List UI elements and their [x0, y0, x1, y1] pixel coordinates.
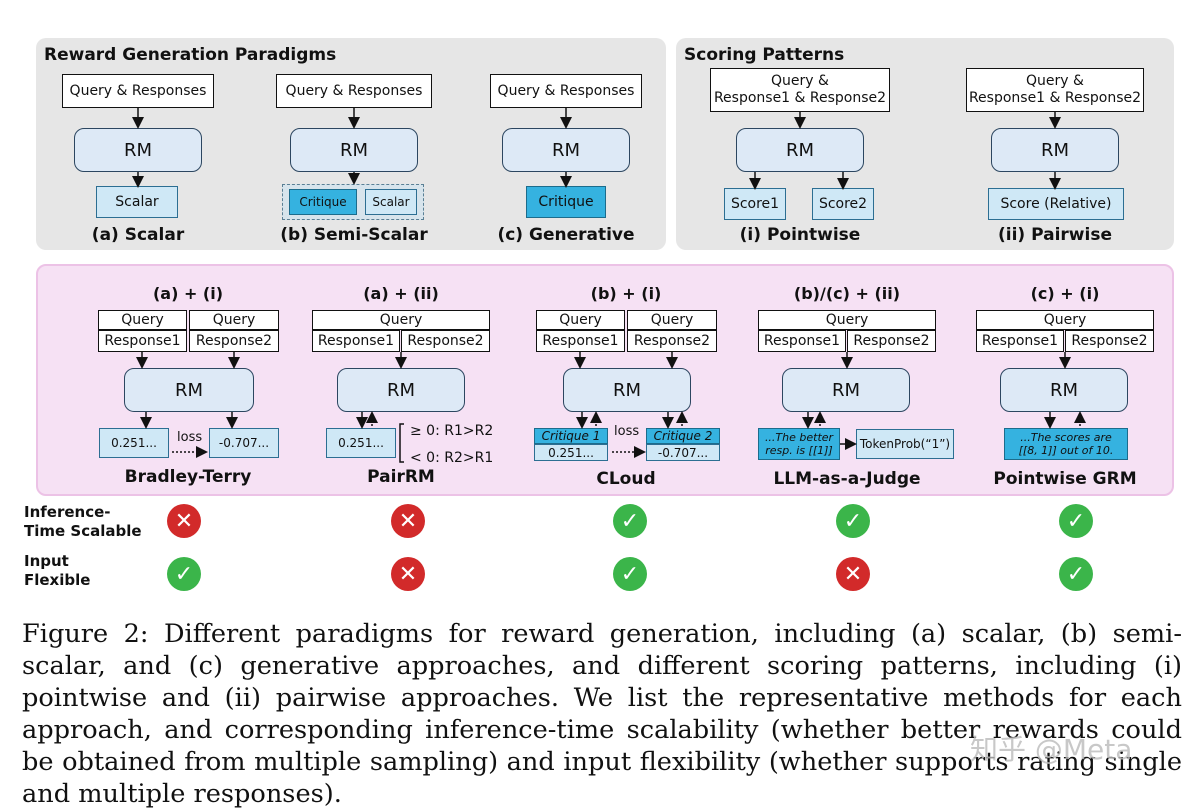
pairrm-name: PairRM — [367, 467, 435, 487]
llm-judge-query: Query — [758, 310, 936, 330]
bradley-terry-query1: Query — [98, 310, 187, 330]
pairrm-combo: (a) + (ii) — [363, 284, 439, 303]
flexible-row-label: Input Flexible — [24, 552, 90, 590]
cloud-response2: Response2 — [627, 330, 717, 352]
bradley-terry-name: Bradley-Terry — [124, 467, 252, 487]
bradley-terry-value1: 0.251... — [99, 428, 169, 458]
cloud-rm-box: RM — [563, 368, 691, 412]
bradley-terry-value2: -0.707... — [209, 428, 279, 458]
llm-judge-scalable-check-icon: ✓ — [836, 504, 870, 538]
pointwise-grm-rm-box: RM — [1000, 368, 1128, 412]
llm-judge-critique-line2: resp. is [[1]] — [765, 444, 833, 457]
scalar-label: (a) Scalar — [91, 225, 185, 245]
llm-judge-critique-line1: ...The better — [764, 431, 834, 444]
pointwise-rm-box: RM — [736, 128, 864, 172]
pairrm-condition1: ≥ 0: R1>R2 — [410, 423, 494, 439]
pairrm-query: Query — [312, 310, 490, 330]
pairwise-input-line2: Response1 & Response2 — [968, 90, 1142, 106]
bradley-terry-response1: Response1 — [98, 330, 187, 352]
pairrm-response2: Response2 — [401, 330, 490, 352]
pairrm-scalable-cross-icon: ✕ — [391, 504, 425, 538]
scalable-label-line2: Time Scalable — [24, 522, 142, 540]
pointwise-grm-scalable-check-icon: ✓ — [1059, 504, 1093, 538]
pointwise-grm-query: Query — [976, 310, 1154, 330]
bradley-terry-scalable-cross-icon: ✕ — [167, 504, 201, 538]
bradley-terry-combo: (a) + (i) — [152, 284, 224, 303]
flexible-label-line2: Flexible — [24, 571, 91, 589]
cloud-response1: Response1 — [536, 330, 625, 352]
bradley-terry-query2: Query — [189, 310, 279, 330]
semi-scalar-critique-box: Critique — [289, 189, 357, 215]
scalable-row-label: Inference- Time Scalable — [24, 503, 142, 541]
pairwise-input-box: Query & Response1 & Response2 — [966, 68, 1144, 112]
generative-input-box: Query & Responses — [490, 74, 642, 108]
cloud-combo: (b) + (i) — [590, 284, 662, 303]
scoring-patterns-title: Scoring Patterns — [684, 45, 845, 65]
scalar-output-box: Scalar — [96, 186, 178, 218]
bradley-terry-rm-box: RM — [124, 368, 254, 412]
semi-scalar-input-box: Query & Responses — [276, 74, 432, 108]
llm-judge-rm-box: RM — [782, 368, 910, 412]
cloud-scalable-check-icon: ✓ — [613, 504, 647, 538]
llm-judge-response2: Response2 — [847, 330, 936, 352]
llm-judge-combo: (b)/(c) + (ii) — [793, 284, 901, 303]
semi-scalar-label: (b) Semi-Scalar — [280, 225, 428, 245]
cloud-loss-label: loss — [614, 424, 640, 439]
pointwise-grm-response2: Response2 — [1065, 330, 1154, 352]
flexible-label-line1: Input — [24, 552, 69, 570]
pairwise-input-line1: Query & — [1026, 73, 1084, 89]
cloud-query1: Query — [536, 310, 625, 330]
reward-generation-title: Reward Generation Paradigms — [44, 45, 337, 65]
cloud-critique1: Critique 1 — [534, 428, 608, 444]
pointwise-input-line2: Response1 & Response2 — [713, 90, 887, 106]
llm-judge-flexible-cross-icon: ✕ — [836, 557, 870, 591]
pairrm-response1: Response1 — [312, 330, 400, 352]
pointwise-input-box: Query & Response1 & Response2 — [710, 68, 890, 112]
generative-label: (c) Generative — [497, 225, 635, 245]
pairwise-rm-box: RM — [991, 128, 1119, 172]
cloud-flexible-check-icon: ✓ — [613, 557, 647, 591]
pointwise-grm-flexible-check-icon: ✓ — [1059, 557, 1093, 591]
figure-caption: Figure 2: Different paradigms for reward… — [22, 619, 1182, 809]
pointwise-input-line1: Query & — [771, 73, 829, 89]
pairrm-condition2: < 0: R2>R1 — [410, 450, 494, 466]
pairwise-label: (ii) Pairwise — [998, 225, 1112, 245]
llm-judge-tokenprob-box: TokenProb(“1”) — [856, 429, 954, 459]
pairrm-value: 0.251... — [326, 428, 396, 458]
pairrm-flexible-cross-icon: ✕ — [391, 557, 425, 591]
bradley-terry-response2: Response2 — [189, 330, 279, 352]
bradley-terry-loss-label: loss — [177, 430, 203, 445]
watermark: 知乎 @Meta — [970, 733, 1133, 766]
llm-judge-critique: ...The better resp. is [[1]] — [758, 428, 840, 460]
scalar-input-box: Query & Responses — [62, 74, 214, 108]
cloud-query2: Query — [627, 310, 717, 330]
pointwise-grm-critique: ...The scores are [[8, 1]] out of 10. — [1004, 428, 1128, 460]
pointwise-grm-critique-line2: [[8, 1]] out of 10. — [1018, 444, 1114, 457]
cloud-value2: -0.707... — [646, 444, 720, 461]
cloud-value1: 0.251... — [534, 444, 608, 461]
bradley-terry-flexible-check-icon: ✓ — [167, 557, 201, 591]
pointwise-grm-name: Pointwise GRM — [993, 469, 1137, 489]
llm-judge-response1: Response1 — [758, 330, 846, 352]
pointwise-grm-response1: Response1 — [976, 330, 1064, 352]
pairwise-output-box: Score (Relative) — [988, 188, 1124, 220]
pointwise-grm-critique-line1: ...The scores are — [1020, 431, 1112, 444]
cloud-critique2: Critique 2 — [646, 428, 720, 444]
pointwise-grm-combo: (c) + (i) — [1030, 284, 1100, 303]
cloud-name: CLoud — [596, 469, 656, 489]
pointwise-label: (i) Pointwise — [739, 225, 861, 245]
semi-scalar-scalar-box: Scalar — [365, 189, 417, 215]
llm-judge-name: LLM-as-a-Judge — [773, 469, 921, 489]
generative-rm-box: RM — [502, 128, 630, 172]
generative-output-box: Critique — [526, 186, 606, 218]
scalable-label-line1: Inference- — [24, 503, 111, 521]
pointwise-score2-box: Score2 — [812, 188, 874, 220]
